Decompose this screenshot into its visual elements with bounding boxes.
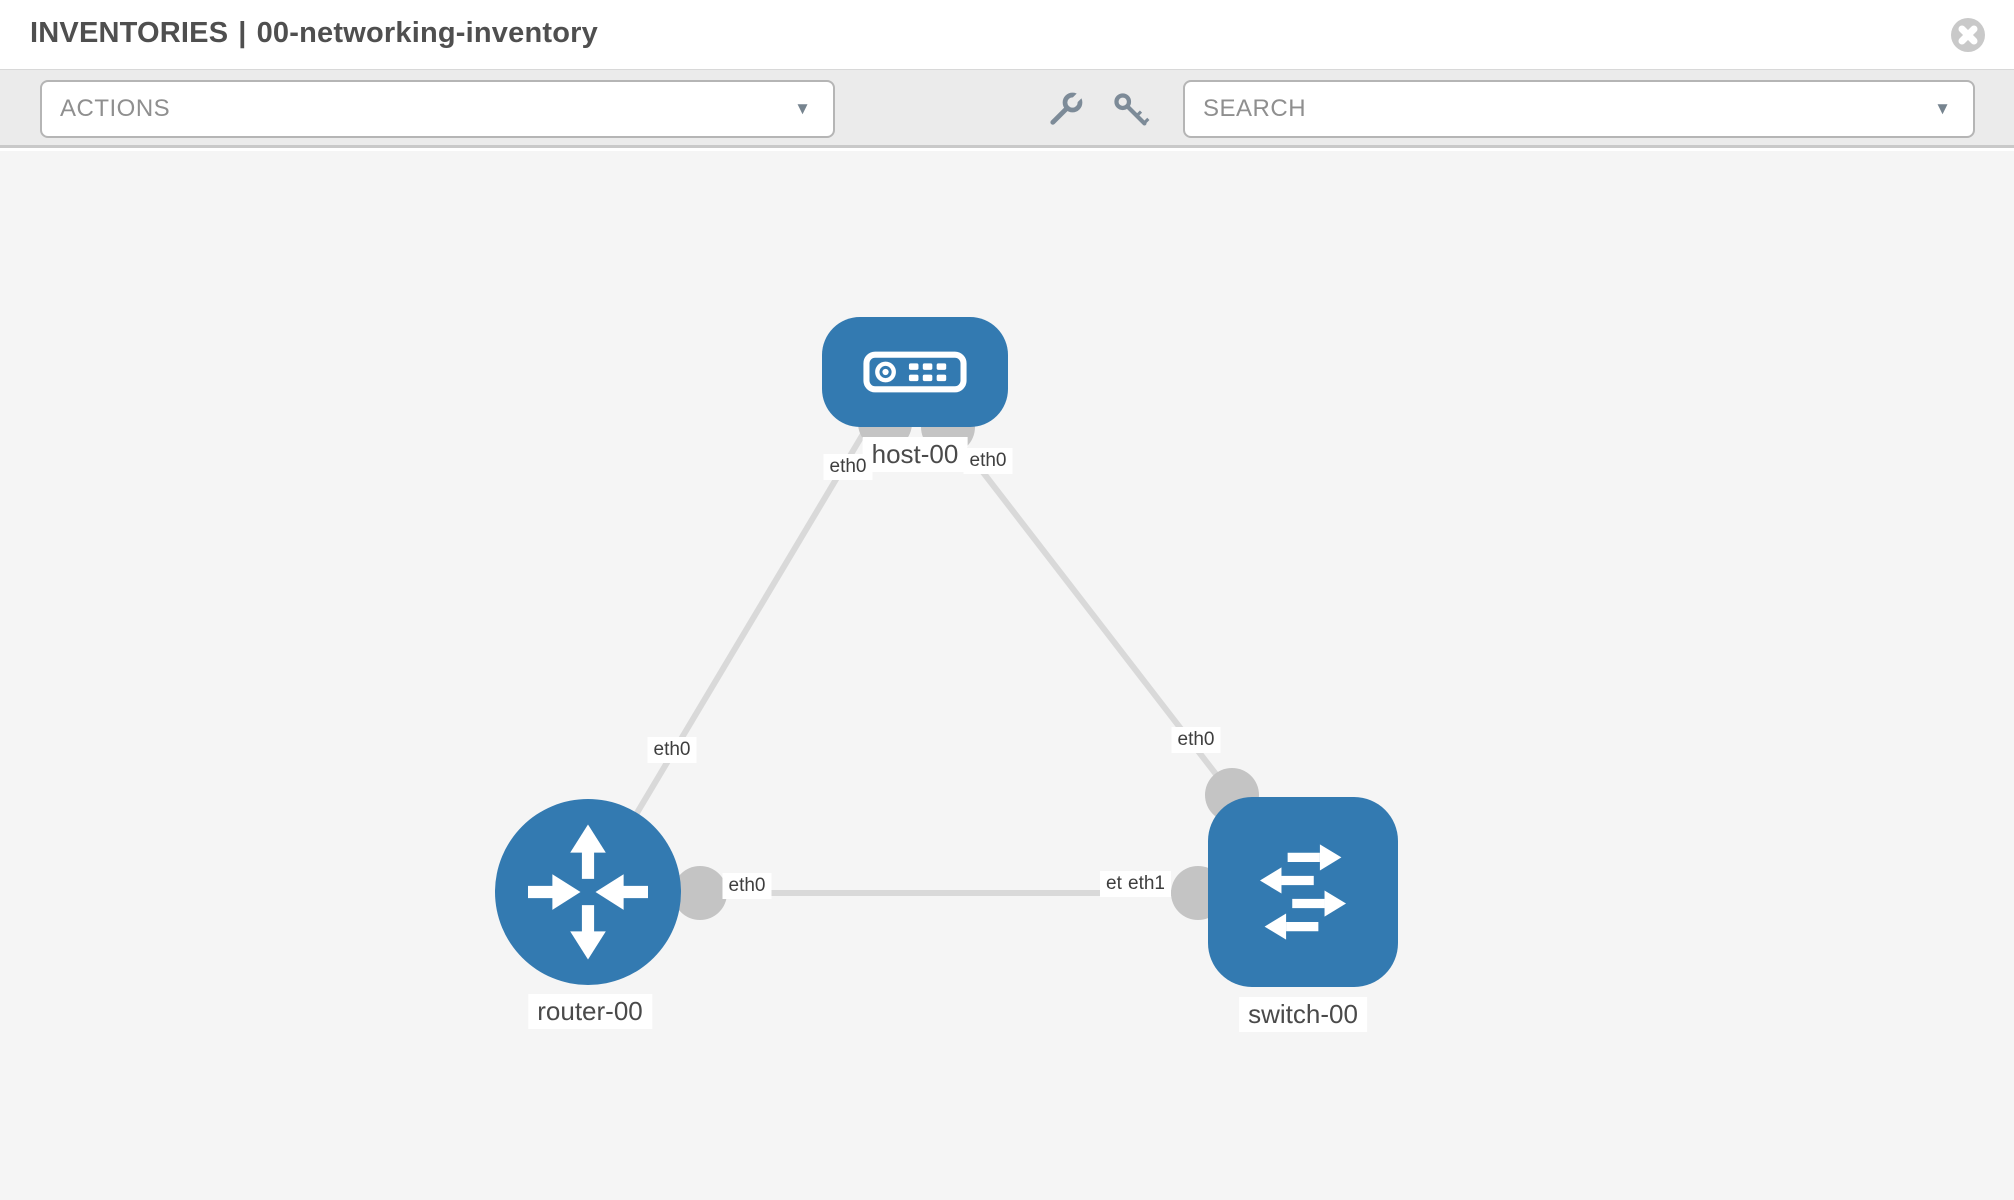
close-button[interactable]: [1949, 16, 1987, 54]
actions-dropdown[interactable]: ACTIONS ▼: [40, 80, 835, 138]
node-label-router-00: router-00: [528, 994, 652, 1029]
topology-canvas[interactable]: host-00 router-00 switch-00 eth0 eth0 et…: [0, 151, 2014, 1200]
host-icon: [863, 351, 967, 393]
header: INVENTORIES | 00-networking-inventory: [0, 0, 2014, 70]
actions-dropdown-label: ACTIONS: [60, 95, 171, 122]
interface-label-router-eth0: eth0: [722, 873, 772, 899]
key-icon: [1114, 92, 1150, 126]
node-host-00[interactable]: [822, 317, 1008, 427]
interface-label-switch-eth1: eth1: [1122, 871, 1171, 897]
key-button[interactable]: [1109, 89, 1153, 133]
router-icon: [528, 824, 648, 960]
interface-port[interactable]: [673, 866, 727, 920]
page-title-section: INVENTORIES: [30, 17, 229, 49]
node-label-host-00: host-00: [862, 437, 968, 472]
search-placeholder: SEARCH: [1203, 95, 1307, 122]
switch-icon: [1259, 844, 1347, 940]
node-label-switch-00: switch-00: [1239, 997, 1367, 1032]
page-title-separator: |: [238, 17, 247, 49]
chevron-down-icon: ▼: [1934, 99, 1951, 118]
tools-button[interactable]: [1043, 88, 1087, 133]
node-router-00[interactable]: [495, 799, 681, 985]
close-icon: [1951, 18, 1985, 52]
toolbar: ACTIONS ▼ SEARCH ▼: [0, 70, 2014, 148]
wrench-icon: [1050, 88, 1087, 125]
page-title: INVENTORIES | 00-networking-inventory: [30, 17, 598, 50]
interface-label-host-eth0: eth0: [963, 448, 1013, 474]
interface-label-host-eth0: eth0: [823, 454, 873, 480]
page-title-inventory-name: 00-networking-inventory: [256, 17, 598, 49]
chevron-down-icon: ▼: [794, 99, 811, 118]
node-switch-00[interactable]: [1208, 797, 1398, 987]
interface-label-router-eth0: eth0: [647, 737, 697, 763]
search-dropdown[interactable]: SEARCH ▼: [1183, 80, 1975, 138]
interface-label-switch-eth0: eth0: [1171, 727, 1221, 753]
topology-edges-layer: [585, 396, 1259, 920]
